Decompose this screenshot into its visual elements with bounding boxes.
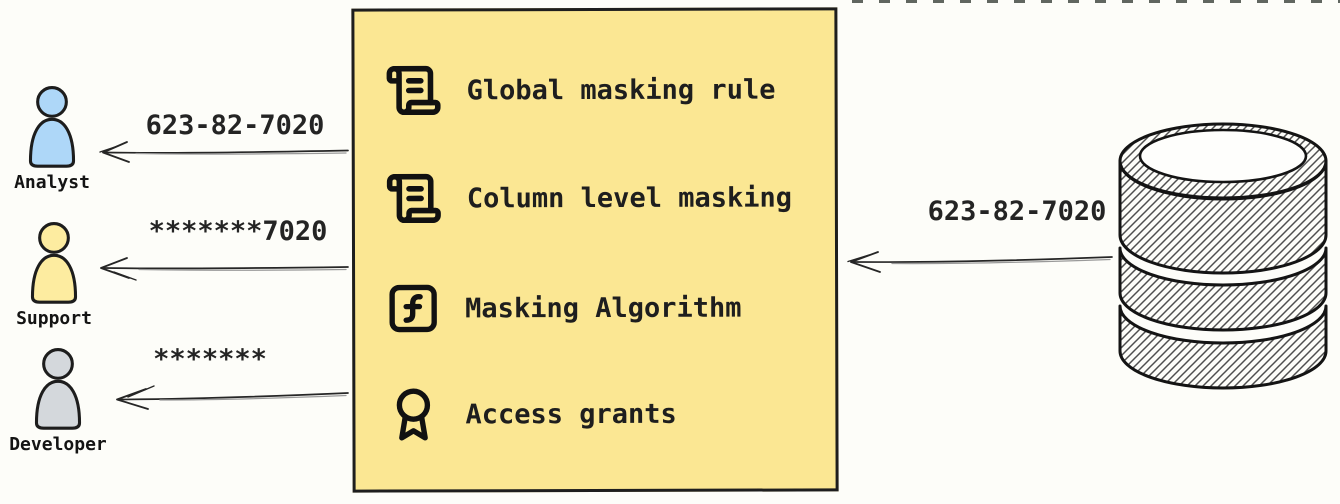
- function-square-icon: [389, 284, 437, 333]
- person-icon: [30, 222, 78, 304]
- actor-analyst: Analyst: [0, 86, 108, 193]
- actor-developer: Developer: [2, 348, 114, 455]
- scroll-text-icon: [386, 173, 441, 224]
- actor-label: Developer: [9, 434, 107, 455]
- masking-box-item-label: Global masking rule: [466, 74, 776, 106]
- flow-value-developer: *******: [153, 344, 267, 375]
- person-icon: [28, 86, 76, 168]
- actor-label: Support: [16, 308, 92, 329]
- masking-box-item-label: Masking Algorithm: [465, 292, 742, 324]
- award-icon: [396, 388, 431, 441]
- masking-box-item: Access grants: [385, 383, 677, 446]
- arrow-to-developer: [116, 385, 349, 410]
- masking-box-item: Global masking rule: [385, 59, 776, 122]
- masking-box-item: Column level masking: [385, 166, 792, 229]
- masking-box: Global masking rule Column level masking…: [351, 7, 839, 493]
- masking-box-item-label: Access grants: [465, 398, 677, 430]
- scroll-text-icon: [386, 65, 441, 116]
- flow-value-analyst: 623-82-7020: [145, 110, 325, 141]
- arrow-database-to-box: [847, 251, 1113, 273]
- dashed-guide-line: [852, 0, 1340, 3]
- actor-support: Support: [0, 222, 110, 329]
- person-icon: [34, 348, 82, 430]
- flow-value-source: 623-82-7020: [927, 196, 1107, 227]
- flow-value-support: *******7020: [148, 216, 328, 247]
- database-icon: [1118, 122, 1328, 390]
- masking-box-item: Masking Algorithm: [385, 277, 742, 340]
- masking-box-item-label: Column level masking: [466, 181, 793, 214]
- arrow-to-support: [100, 257, 349, 281]
- actor-label: Analyst: [14, 172, 90, 193]
- arrow-to-analyst: [99, 141, 349, 163]
